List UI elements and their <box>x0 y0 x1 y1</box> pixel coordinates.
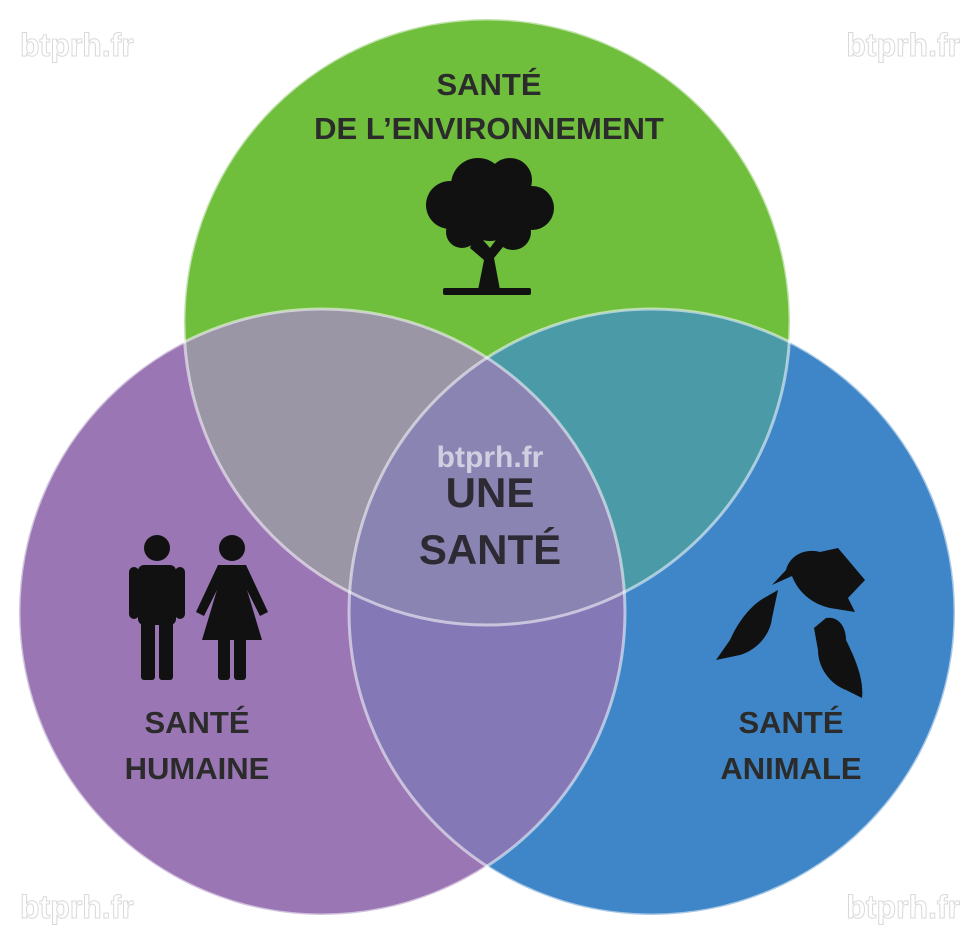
tree-icon <box>426 158 554 295</box>
one-health-center-overlap <box>349 309 625 625</box>
animal-circle-outline <box>347 307 957 917</box>
man-woman-icon <box>129 535 268 680</box>
center-label-line2: SANTÉ <box>419 526 561 573</box>
environment-circle-outline <box>182 17 792 627</box>
watermark-top-right: btprh.fr <box>846 27 960 63</box>
watermark-bottom-right: btprh.fr <box>846 889 960 925</box>
watermark-top-left: btprh.fr <box>20 27 134 63</box>
watermark-bottom-left: btprh.fr <box>20 889 134 925</box>
animal-label-line1: SANTÉ <box>738 705 843 740</box>
birds-icon <box>716 548 865 698</box>
center-label-line1: UNE <box>446 469 535 516</box>
environment-label-line1: SANTÉ <box>436 67 541 102</box>
animal-label-line2: ANIMALE <box>720 751 861 786</box>
watermark-center: btprh.fr <box>437 441 544 474</box>
human-circle-outline <box>17 307 627 917</box>
human-label-line2: HUMAINE <box>125 751 270 786</box>
environment-label-line2: DE L’ENVIRONNEMENT <box>314 111 664 146</box>
human-label-line1: SANTÉ <box>144 705 249 740</box>
